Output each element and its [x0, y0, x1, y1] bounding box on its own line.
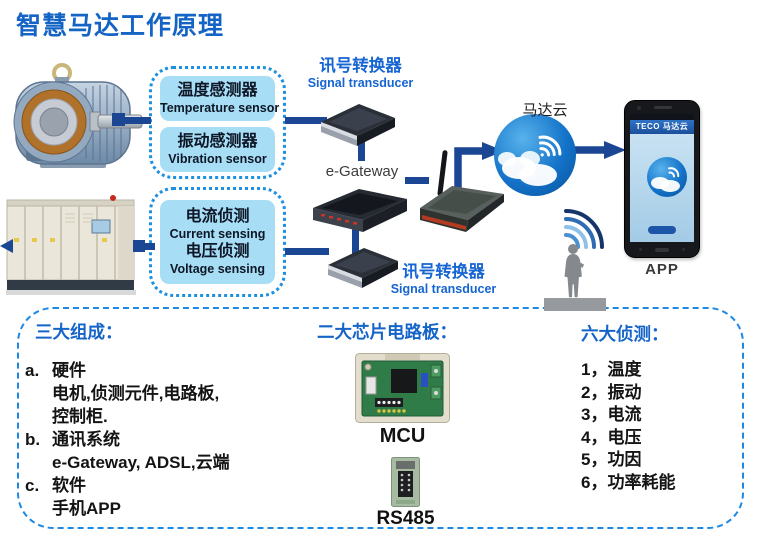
cloud-label: 马达云 — [522, 102, 568, 119]
connector-sensors-to-transducer-top — [285, 117, 327, 124]
rs485-label: RS485 — [376, 508, 435, 529]
signal-transducer-top-zh: 讯号转换器 — [319, 57, 402, 75]
cabinet-left-arrow-icon — [0, 239, 13, 253]
detection-item: 6，功率耗能 — [581, 472, 676, 492]
phone-app-header: TECO 马达云 — [630, 120, 694, 134]
item-marker: c. — [25, 476, 40, 495]
egateway-label: e-Gateway — [325, 163, 399, 180]
connector-cabinet-to-sensors — [144, 243, 155, 250]
wifi-waves-icon — [564, 209, 604, 249]
signal-transducer-top-device — [321, 104, 395, 146]
current-voltage-sensor-chip: 电流侦测 Current sensing 电压侦测 Voltage sensin… — [160, 200, 275, 284]
detection-item: 4，电压 — [581, 427, 642, 447]
signal-transducer-bottom-label: 讯号转换器 Signal transducer — [386, 263, 501, 297]
item-detail: 手机APP — [52, 499, 121, 518]
connector-sensors-to-transducer-bottom — [285, 248, 329, 255]
item-marker: a. — [25, 361, 40, 380]
current-sensing-label-zh: 电流侦测 — [185, 208, 250, 225]
item-title: 硬件 — [52, 361, 86, 380]
item-marker: b. — [25, 430, 41, 449]
temperature-sensor-chip: 温度感测器 Temperature sensor — [160, 76, 280, 121]
person-silhouette — [544, 244, 606, 311]
voltage-sensing-label-zh: 电压侦测 — [185, 243, 250, 260]
phone-nav-dot-left — [639, 248, 642, 251]
cloud-globe — [494, 114, 576, 196]
phone-screen: TECO 马达云 — [630, 114, 694, 242]
composition-list: a. 硬件 电机,侦测元件,电路板, 控制柜. b. 通讯系统 e-Gatewa… — [25, 359, 230, 520]
phone-status-bar — [630, 114, 694, 120]
summary-panel: 三大组成： a. 硬件 电机,侦测元件,电路板, 控制柜. b. 通讯系统 e-… — [17, 307, 744, 529]
signal-transducer-bottom-en: Signal transducer — [390, 282, 497, 296]
wifi-icon — [538, 135, 562, 157]
control-cabinet-image — [6, 195, 136, 295]
phone-camera-icon — [637, 106, 641, 110]
detection-item: 5，功因 — [581, 450, 642, 469]
vibration-sensor-label-en: Vibration sensor — [168, 152, 267, 166]
vibration-sensor-chip: 振动感测器 Vibration sensor — [160, 127, 275, 172]
mcu-board-image — [355, 353, 450, 423]
signal-transducer-top-label: 讯号转换器 Signal transducer — [298, 57, 423, 91]
smartphone: TECO 马达云 — [624, 100, 700, 258]
motor-image — [13, 63, 143, 168]
vibration-sensor-label-zh: 振动感测器 — [177, 133, 258, 150]
temperature-sensor-label-zh: 温度感测器 — [177, 82, 258, 99]
wifi-router-device — [420, 150, 504, 232]
arrow-cloud-to-phone-icon — [572, 141, 626, 159]
connector-motor-plug — [112, 113, 125, 126]
app-cloud-logo — [647, 157, 687, 197]
item-detail: e-Gateway, ADSL,云端 — [52, 453, 230, 472]
detections-list: 1，温度 2，振动 3，电流 4，电压 5，功因 6，功率耗能 — [581, 359, 675, 494]
temperature-sensor-label-en: Temperature sensor — [160, 101, 280, 115]
current-sensing-label-en: Current sensing — [169, 227, 266, 241]
app-button — [648, 226, 676, 234]
detections-heading: 六大侦测： — [581, 324, 669, 344]
detection-item: 1，温度 — [581, 360, 642, 379]
list-item: c. 软件 — [25, 474, 230, 497]
item-detail: 控制柜. — [52, 407, 108, 426]
connector-egateway-to-router — [405, 177, 429, 184]
mcu-label: MCU — [379, 425, 426, 447]
list-item: a. 硬件 — [25, 359, 230, 382]
item-detail: 电机,侦测元件,电路板, — [52, 384, 220, 403]
detection-item: 2，振动 — [581, 382, 642, 402]
item-title: 软件 — [52, 476, 86, 495]
connector-motor-to-sensors — [124, 117, 151, 124]
detection-item: 3，电流 — [581, 405, 642, 424]
signal-transducer-bottom-zh: 讯号转换器 — [402, 263, 485, 281]
voltage-sensing-label-en: Voltage sensing — [170, 262, 265, 276]
page-title: 智慧马达工作原理 — [16, 12, 225, 40]
connector-egateway-to-transducer-bottom — [352, 226, 359, 256]
composition-heading: 三大组成： — [35, 322, 123, 342]
cabinet-sensor-group-box: 电流侦测 Current sensing 电压侦测 Voltage sensin… — [149, 187, 286, 297]
connector-cabinet-plug — [133, 240, 145, 252]
connector-transducer-to-egateway — [358, 135, 365, 161]
phone-speaker — [654, 106, 672, 109]
rs485-board-image — [391, 457, 420, 507]
egateway-device — [313, 189, 407, 232]
item-title: 通讯系统 — [52, 430, 120, 449]
chips-heading: 二大芯片电路板： — [317, 322, 457, 342]
phone-home-button — [655, 248, 669, 252]
arrow-router-to-cloud-icon — [454, 142, 504, 198]
list-item: b. 通讯系统 — [25, 428, 230, 451]
signal-transducer-bottom-device — [328, 248, 398, 288]
phone-nav-dot-right — [682, 248, 685, 251]
app-label: APP — [645, 261, 679, 278]
signal-transducer-top-en: Signal transducer — [307, 76, 414, 90]
motor-sensor-group-box: 温度感测器 Temperature sensor 振动感测器 Vibration… — [149, 66, 286, 179]
